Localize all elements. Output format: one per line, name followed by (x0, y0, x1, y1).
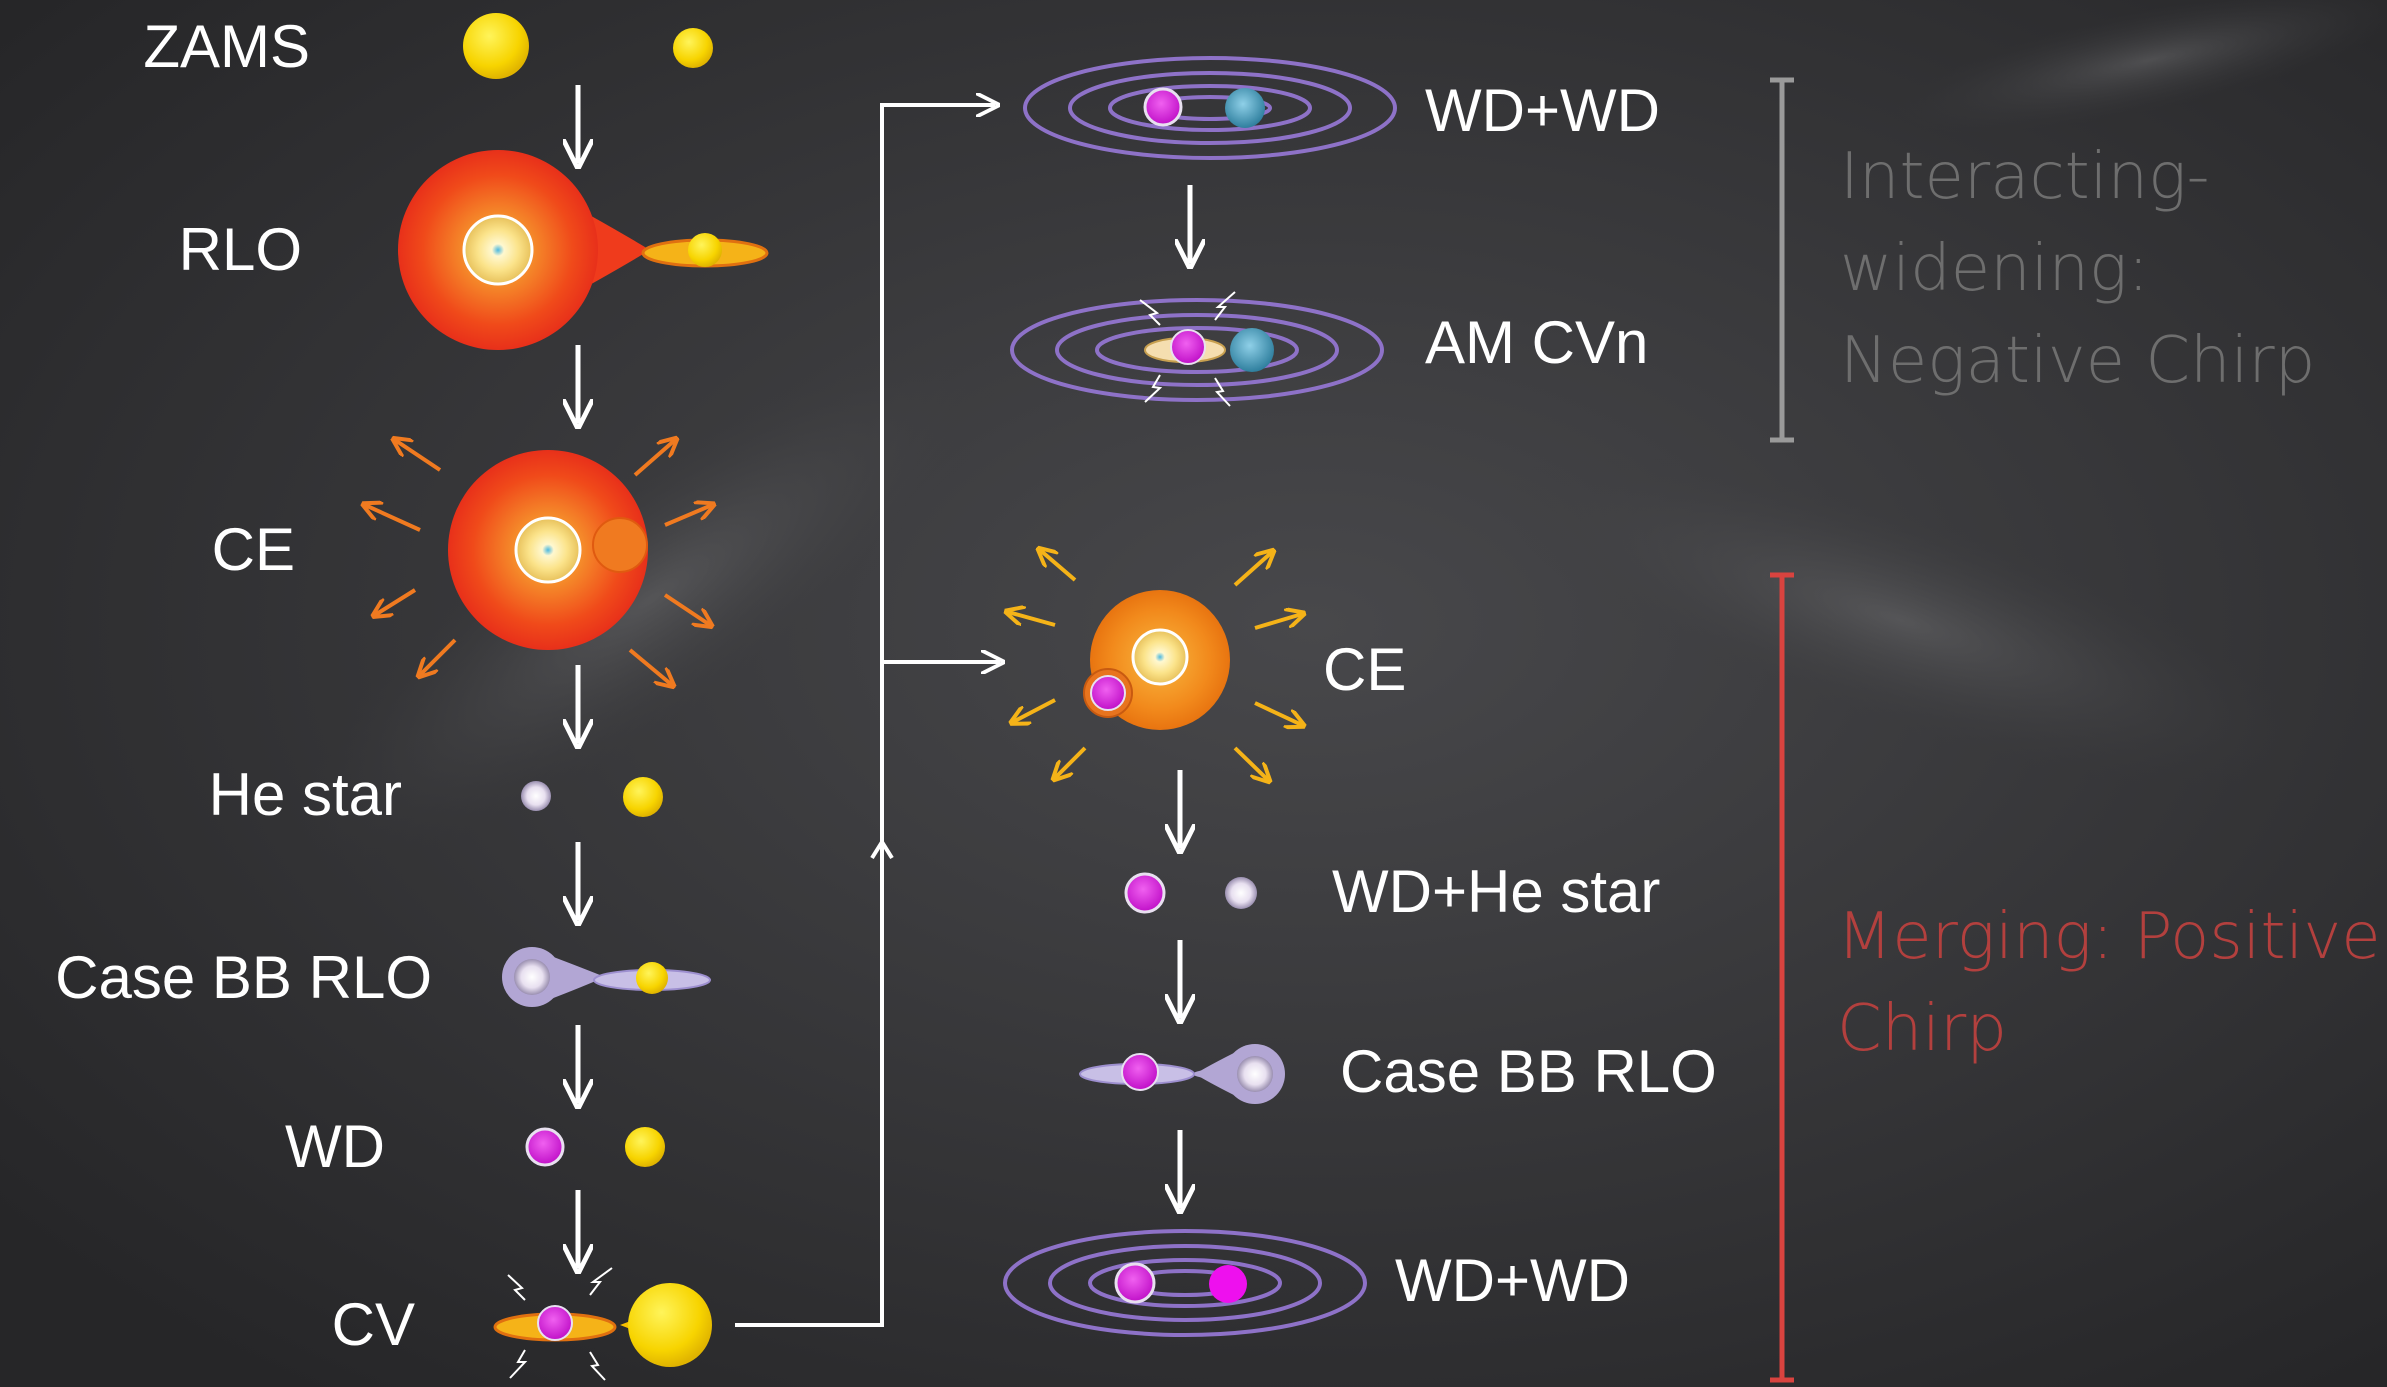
connector-arrowhead-up (870, 838, 894, 860)
label-ce-right: CE (1323, 636, 1406, 703)
interacting-line-1: Interacting- (1840, 140, 2210, 214)
ms-star-small (673, 28, 713, 68)
label-rlo: RLO (179, 216, 302, 283)
case-bb-rlo-icon-right (1079, 1044, 1285, 1104)
branch-connector (735, 105, 1000, 1327)
merging-line-2: Chirp (1837, 992, 2007, 1066)
background-galaxy (299, 339, 1001, 861)
white-dwarf-icon-2 (1124, 872, 1166, 914)
label-he-star: He star (209, 761, 402, 828)
label-wd-wd-upper: WD+WD (1425, 77, 1660, 144)
label-cv: CV (332, 1291, 415, 1358)
label-zams: ZAMS (143, 13, 310, 80)
label-am-cvn: AM CVn (1425, 309, 1648, 376)
label-wd-he-star: WD+He star (1332, 858, 1660, 925)
label-case-bb-rlo-left: Case BB RLO (55, 944, 432, 1011)
label-wd: WD (285, 1113, 385, 1180)
cataclysmic-variable-icon (493, 1283, 712, 1367)
ms-star-companion (623, 777, 663, 817)
common-envelope-icon (448, 450, 648, 650)
am-cvn-orbit (1010, 298, 1384, 402)
interacting-line-3: Negative Chirp (1840, 324, 2315, 398)
rlo-system-icon (398, 150, 769, 350)
merging-line-1: Merging: Positive (1837, 900, 2381, 974)
x-ray-burst-icons-cv (507, 1267, 613, 1381)
wd-wd-orbit-upper (1023, 56, 1397, 160)
mass-loss-arrows-left (365, 440, 712, 685)
interacting-line-2: widening: (1840, 232, 2149, 306)
wd-wd-orbit-lower (1003, 1229, 1367, 1337)
ms-star-companion-2 (625, 1127, 665, 1167)
mass-loss-arrows-right (1008, 550, 1302, 780)
label-ce-left: CE (212, 516, 295, 583)
white-dwarf-icon (525, 1127, 565, 1167)
background-galaxy-right (1499, 453, 2301, 787)
x-ray-burst-icons-amcvn (1139, 291, 1236, 407)
merging-bracket (1770, 572, 1794, 1383)
he-star-icon (521, 781, 551, 811)
merging-group-label: Merging: Positive Chirp (1837, 900, 2387, 1066)
label-case-bb-rlo-right: Case BB RLO (1340, 1038, 1717, 1105)
interacting-bracket (1770, 77, 1794, 443)
interacting-group-label: Interacting- widening: Negative Chirp (1840, 140, 2315, 398)
label-wd-wd-lower: WD+WD (1395, 1247, 1630, 1314)
background-galaxy-top (1895, 0, 2387, 133)
case-bb-rlo-icon (502, 947, 711, 1007)
common-envelope-icon-right (1083, 590, 1230, 730)
he-star-icon-2 (1225, 877, 1257, 909)
ms-star-large (463, 13, 529, 79)
